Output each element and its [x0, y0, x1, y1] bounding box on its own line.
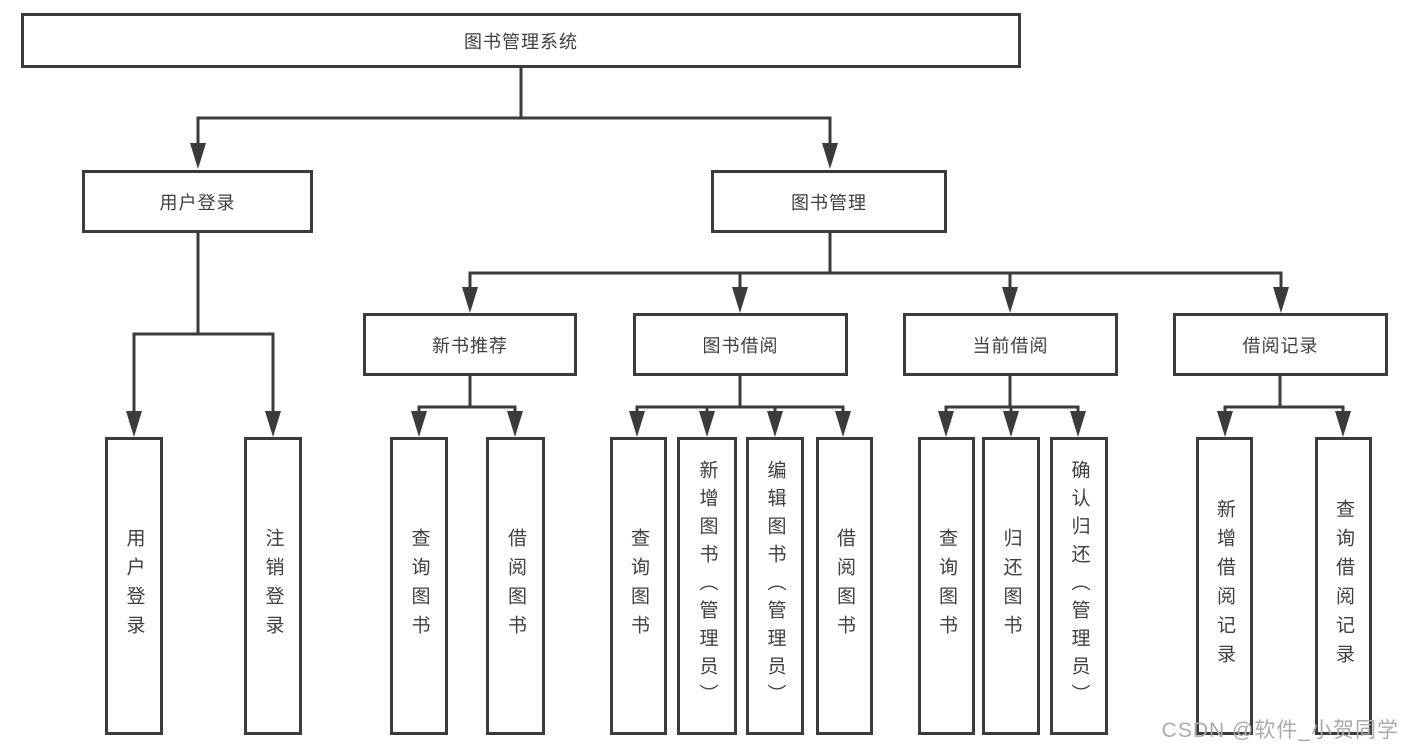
leaf-return-books: 归还图书	[982, 437, 1040, 735]
leaf-query-borrow-record: 查询借阅记录	[1315, 437, 1372, 735]
arrow-down-icon	[1003, 411, 1019, 437]
arrow-down-icon	[507, 411, 523, 437]
connector-book-mgmt-to-level3	[462, 231, 1289, 313]
connector-new-books-to-leaves	[411, 374, 523, 437]
connector-records-to-leaves	[1217, 374, 1351, 437]
leaf-query-books-recommend: 查询图书	[390, 437, 448, 735]
arrow-down-icon	[938, 411, 954, 437]
node-current-borrowing: 当前借阅	[903, 313, 1118, 376]
leaf-edit-books-admin: 编辑图书（管理员）	[746, 437, 804, 735]
arrow-down-icon	[835, 411, 851, 437]
leaf-logout: 注销登录	[244, 437, 302, 735]
leaf-borrow-books-recommend: 借阅图书	[486, 437, 545, 735]
node-borrowing-records: 借阅记录	[1173, 313, 1388, 376]
leaf-confirm-return-admin: 确认归还（管理员）	[1050, 437, 1108, 735]
arrow-down-icon	[822, 143, 838, 169]
node-new-book-recommend: 新书推荐	[363, 313, 577, 376]
arrow-down-icon	[767, 411, 783, 437]
node-book-borrowing: 图书借阅	[633, 313, 848, 376]
csdn-watermark: CSDN @软件_小贺同学	[1161, 719, 1399, 742]
arrow-down-icon	[462, 287, 478, 313]
leaf-query-books-borrowing: 查询图书	[610, 437, 667, 735]
connector-borrowing-to-leaves	[629, 374, 851, 437]
leaf-add-books-admin: 新增图书（管理员）	[677, 437, 737, 735]
connector-root-to-level2	[190, 66, 838, 169]
arrow-down-icon	[411, 411, 427, 437]
connector-user-login-to-leaves	[126, 231, 281, 437]
arrow-down-icon	[265, 411, 281, 437]
connector-current-to-leaves	[938, 374, 1086, 437]
arrow-down-icon	[1217, 411, 1233, 437]
arrow-down-icon	[629, 411, 645, 437]
arrow-down-icon	[126, 411, 142, 437]
leaf-user-login: 用户登录	[105, 437, 163, 735]
arrow-down-icon	[699, 411, 715, 437]
arrow-down-icon	[190, 143, 206, 169]
node-user-login: 用户登录	[82, 170, 313, 233]
arrow-down-icon	[1273, 287, 1289, 313]
arrow-down-icon	[1002, 287, 1018, 313]
arrow-down-icon	[1070, 411, 1086, 437]
node-book-management: 图书管理	[711, 170, 947, 233]
node-library-system: 图书管理系统	[21, 13, 1021, 68]
leaf-add-borrow-record: 新增借阅记录	[1196, 437, 1253, 735]
leaf-borrow-books: 借阅图书	[816, 437, 873, 735]
leaf-query-books-current: 查询图书	[918, 437, 975, 735]
arrow-down-icon	[1335, 411, 1351, 437]
arrow-down-icon	[732, 287, 748, 313]
